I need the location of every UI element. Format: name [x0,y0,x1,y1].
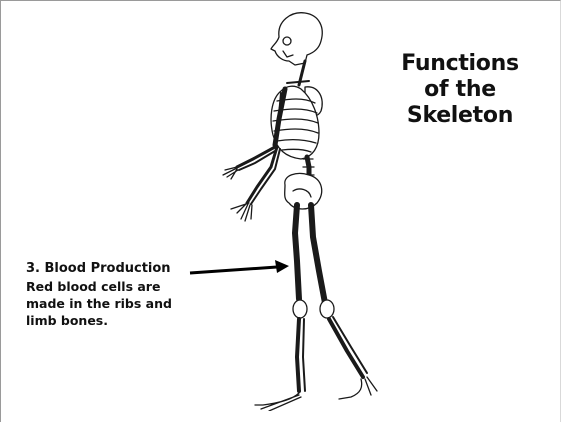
hand [223,167,238,179]
femur [295,205,299,299]
callout-body-line-3: limb bones. [26,312,206,329]
tibia [297,319,299,391]
title-line-2: of the [393,77,527,103]
tibia-back [329,319,363,377]
callout-body-line-1: Red blood cells are [26,278,206,295]
skull [271,13,322,65]
femur-back [311,205,325,303]
title-line-3: Skeleton [393,103,527,129]
foot [255,393,301,411]
skeleton-illustration [201,7,411,411]
forearm [237,147,275,167]
blood-production-callout: 3. Blood Production Red blood cells are … [26,260,206,329]
page-title: Functions of the Skeleton [393,51,527,129]
pelvis [285,173,322,209]
pointer-arrow [189,257,293,277]
callout-body-line-2: made in the ribs and [26,295,206,312]
title-line-1: Functions [393,51,527,77]
callout-heading: 3. Blood Production [26,260,206,278]
